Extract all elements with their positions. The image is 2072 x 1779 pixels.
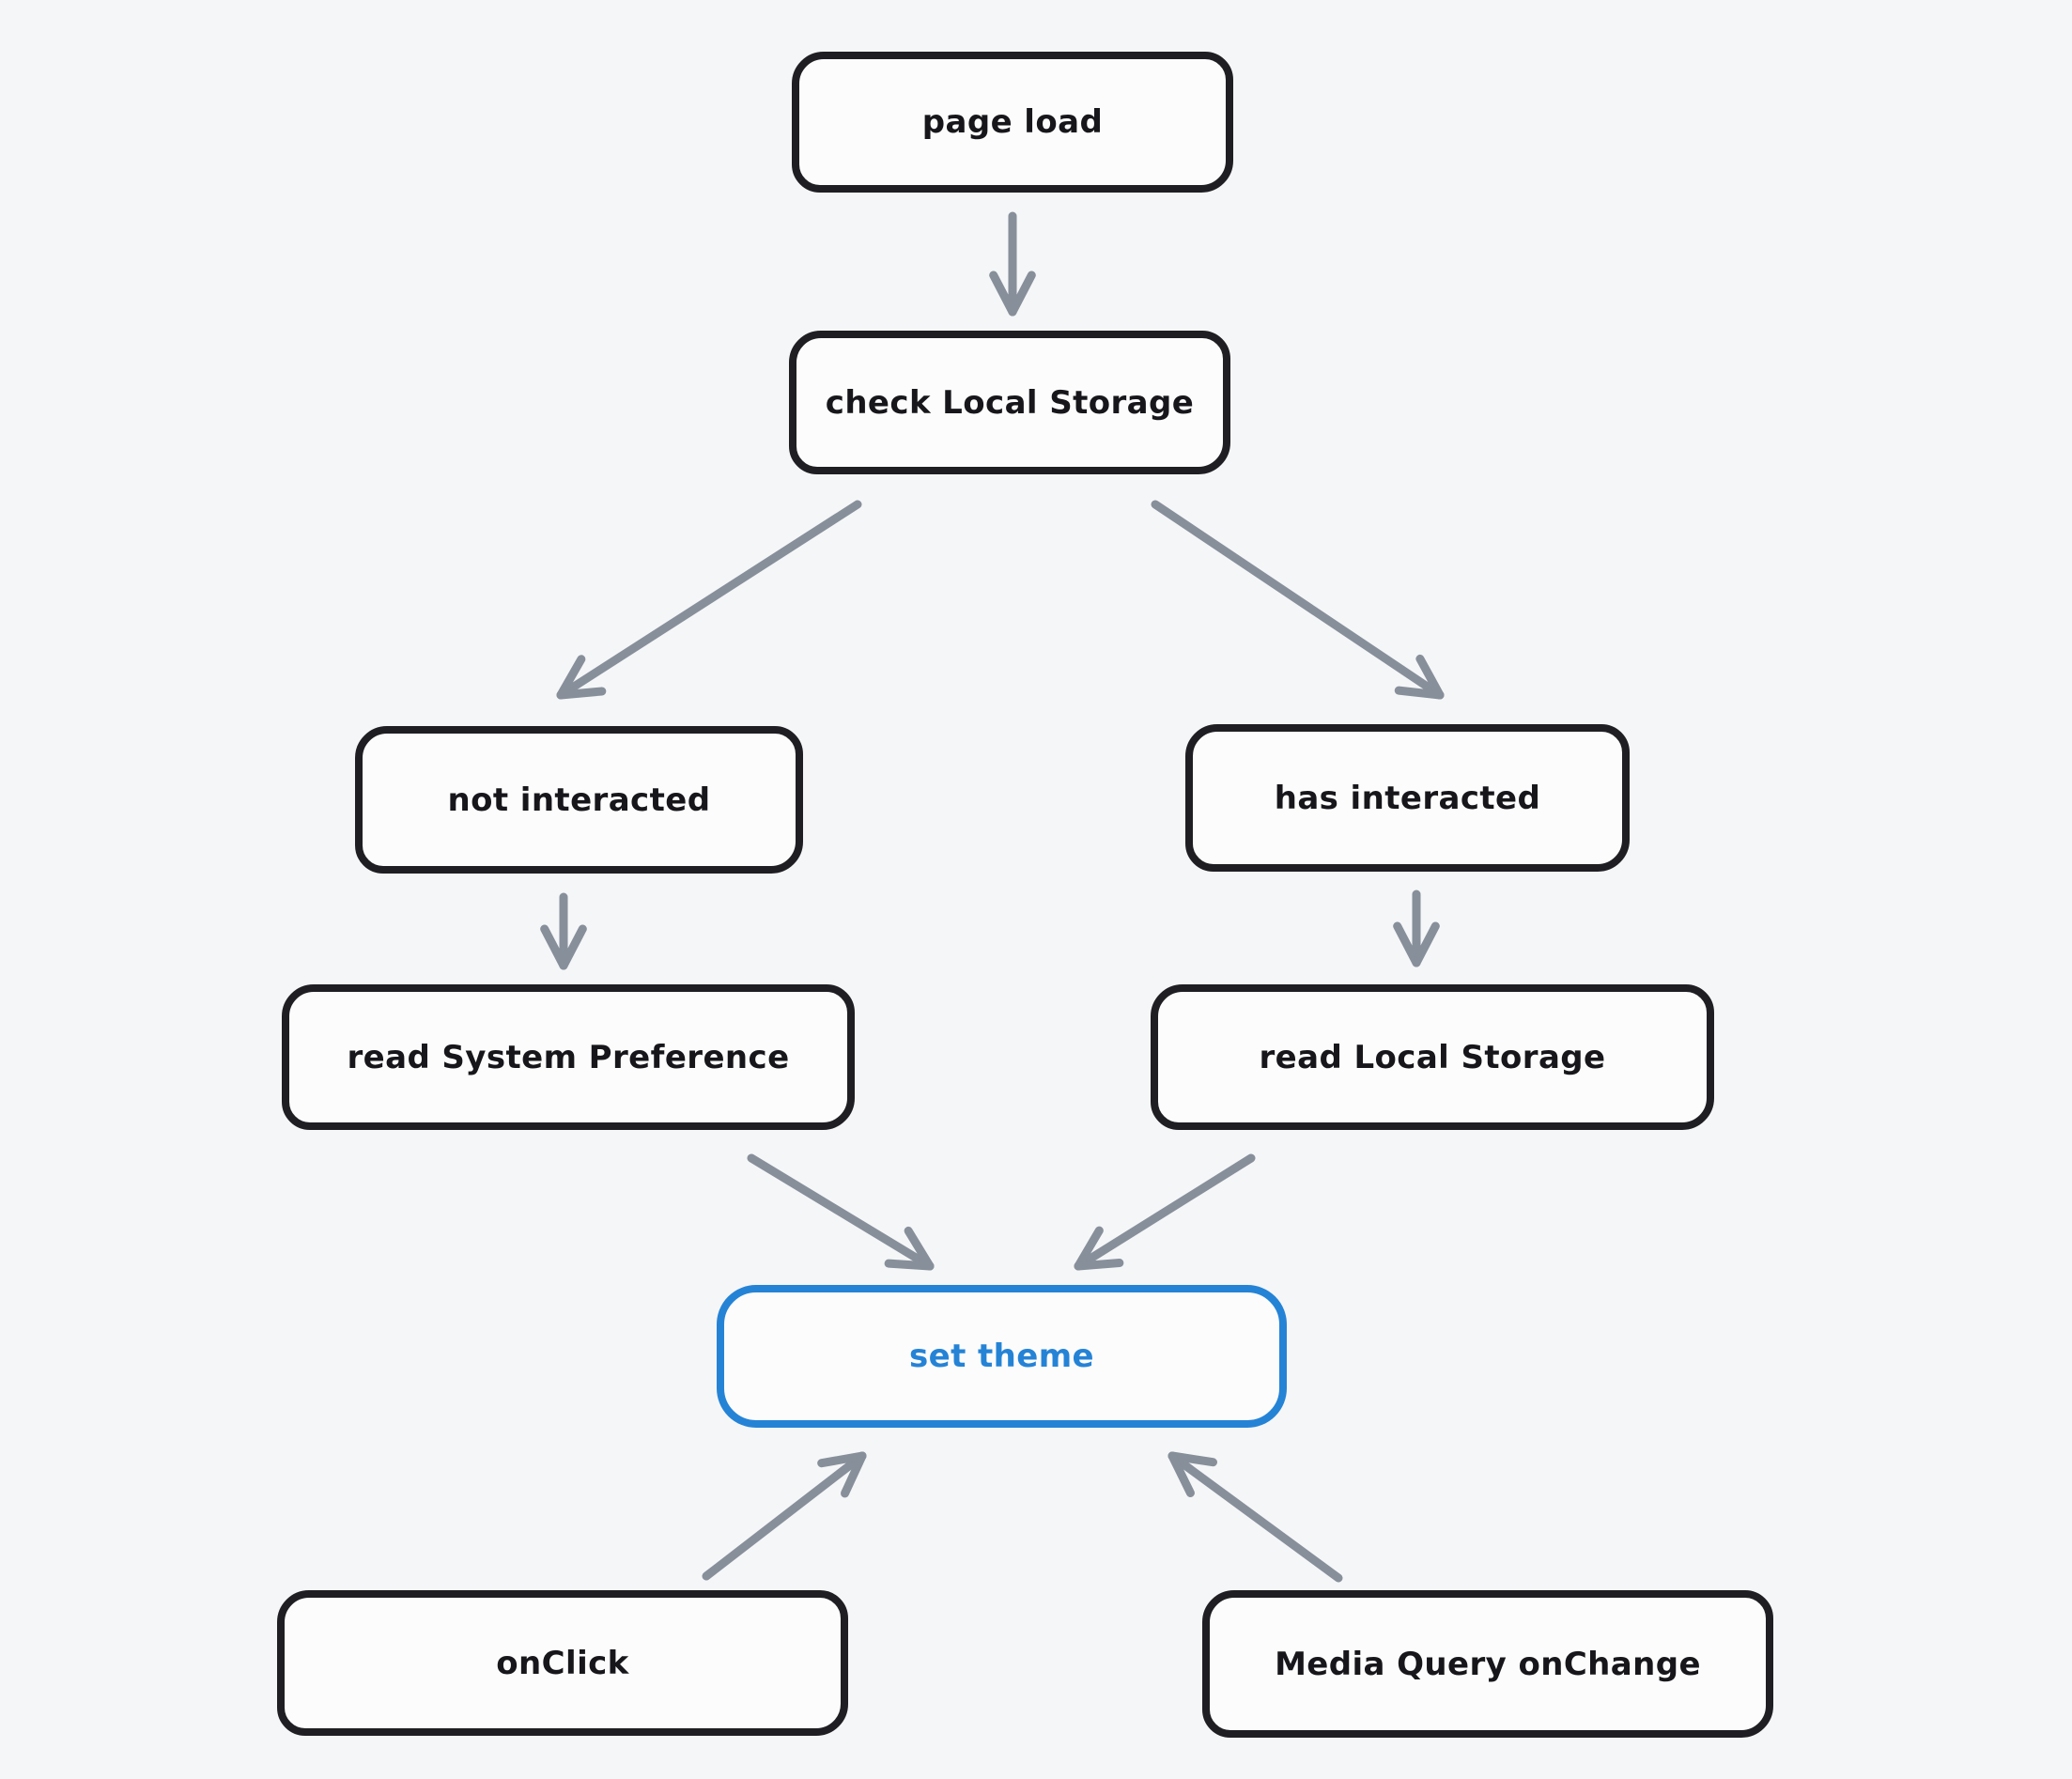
node-label: has interacted [1274, 779, 1541, 817]
arrow-page-load-to-check-local-storage[interactable] [989, 211, 1036, 317]
arrow-has-interacted-to-read-local-storage[interactable] [1393, 890, 1440, 967]
node-label: not interacted [447, 781, 711, 819]
arrow-not-interacted-to-read-system-preference[interactable] [540, 892, 587, 970]
node-onclick[interactable]: onClick [277, 1590, 848, 1736]
arrow-media-query-onchange-to-set-theme[interactable] [1167, 1451, 1343, 1583]
node-read-system-preference[interactable]: read System Preference [282, 984, 855, 1130]
node-has-interacted[interactable]: has interacted [1185, 724, 1630, 872]
node-check-local-storage[interactable]: check Local Storage [789, 331, 1230, 474]
node-label: onClick [496, 1644, 629, 1682]
node-not-interacted[interactable]: not interacted [355, 726, 803, 874]
node-label: read Local Storage [1259, 1038, 1606, 1076]
node-set-theme[interactable]: set theme [717, 1285, 1287, 1428]
arrow-read-local-storage-to-set-theme[interactable] [1074, 1153, 1256, 1271]
node-label: check Local Storage [825, 383, 1195, 422]
node-label: set theme [909, 1338, 1094, 1375]
node-media-query-onchange[interactable]: Media Query onChange [1202, 1590, 1773, 1738]
node-read-local-storage[interactable]: read Local Storage [1151, 984, 1714, 1130]
arrow-check-local-storage-to-has-interacted[interactable] [1151, 500, 1445, 700]
node-label: read System Preference [347, 1038, 790, 1076]
node-label: Media Query onChange [1275, 1645, 1701, 1683]
arrow-onclick-to-set-theme[interactable] [702, 1451, 867, 1581]
node-label: page load [921, 103, 1104, 141]
arrow-read-system-preference-to-set-theme[interactable] [747, 1153, 935, 1271]
arrow-check-local-storage-to-not-interacted[interactable] [556, 500, 862, 700]
node-page-load[interactable]: page load [792, 52, 1233, 193]
